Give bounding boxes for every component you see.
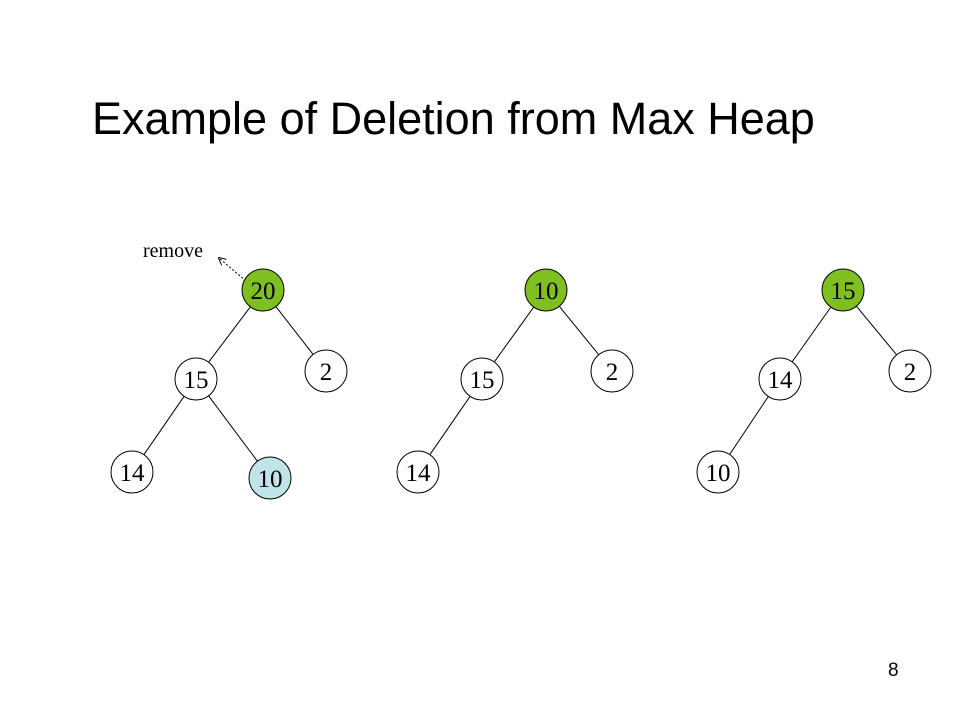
heap-node-circle (174, 357, 218, 401)
slide-number: 8 (888, 660, 899, 681)
heap-node: 10 (248, 456, 292, 500)
heap-node-value: 14 (768, 367, 794, 394)
heap-node: 2 (590, 349, 634, 393)
heap-tree-2: 10 15 2 14 (396, 268, 634, 494)
slide-title: Example of Deletion from Max Heap (92, 93, 815, 144)
heap-node: 2 (304, 349, 348, 393)
heap-node: 2 (888, 349, 932, 393)
heap-node-circle (758, 357, 802, 401)
heap-node-circle (524, 268, 568, 312)
heap-node: 14 (758, 357, 802, 401)
tree-edge (275, 306, 314, 355)
heap-node: 14 (396, 450, 440, 494)
heap-node: 15 (174, 357, 218, 401)
heap-node: 14 (110, 450, 154, 494)
tree-edge (729, 396, 769, 455)
heap-node: 10 (524, 268, 568, 312)
heap-node-value: 14 (120, 460, 146, 487)
heap-node-value: 20 (251, 278, 276, 305)
heap-node-value: 15 (184, 367, 209, 394)
heap-node-value: 15 (470, 367, 495, 394)
heap-node: 15 (821, 268, 865, 312)
heap-node-value: 10 (534, 278, 559, 305)
heap-node-circle (110, 450, 154, 494)
heap-node-circle (590, 349, 634, 393)
remove-arrow (219, 258, 247, 282)
heap-node-circle (241, 268, 285, 312)
heap-node-value: 14 (406, 460, 432, 487)
heap-node-circle (396, 450, 440, 494)
heap-node-circle (304, 349, 348, 393)
heap-node: 20 (241, 268, 285, 312)
heap-node-value: 10 (706, 460, 731, 487)
heap-node-value: 10 (258, 466, 283, 493)
heap-node-value: 15 (831, 278, 856, 305)
tree-edge (143, 396, 185, 455)
heap-node: 15 (460, 357, 504, 401)
tree-edge (208, 395, 258, 462)
heap-tree-3: 15 14 2 10 (696, 268, 932, 494)
heap-node-value: 2 (904, 359, 917, 386)
heap-node-value: 2 (606, 359, 619, 386)
heap-node-circle (460, 357, 504, 401)
heap-node-circle (248, 456, 292, 500)
remove-label: remove (143, 240, 203, 262)
heap-node-circle (888, 349, 932, 393)
tree-edge (791, 306, 832, 363)
tree-edge (558, 305, 600, 356)
tree-edge (208, 306, 251, 363)
tree-edge (429, 396, 471, 455)
tree-edge (493, 306, 535, 363)
heap-tree-1: 20 15 2 14 10 (110, 268, 348, 500)
heap-node: 10 (696, 450, 740, 494)
heap-node-circle (821, 268, 865, 312)
heap-node-circle (696, 450, 740, 494)
heap-node-value: 2 (320, 359, 333, 386)
tree-edge (855, 305, 898, 356)
